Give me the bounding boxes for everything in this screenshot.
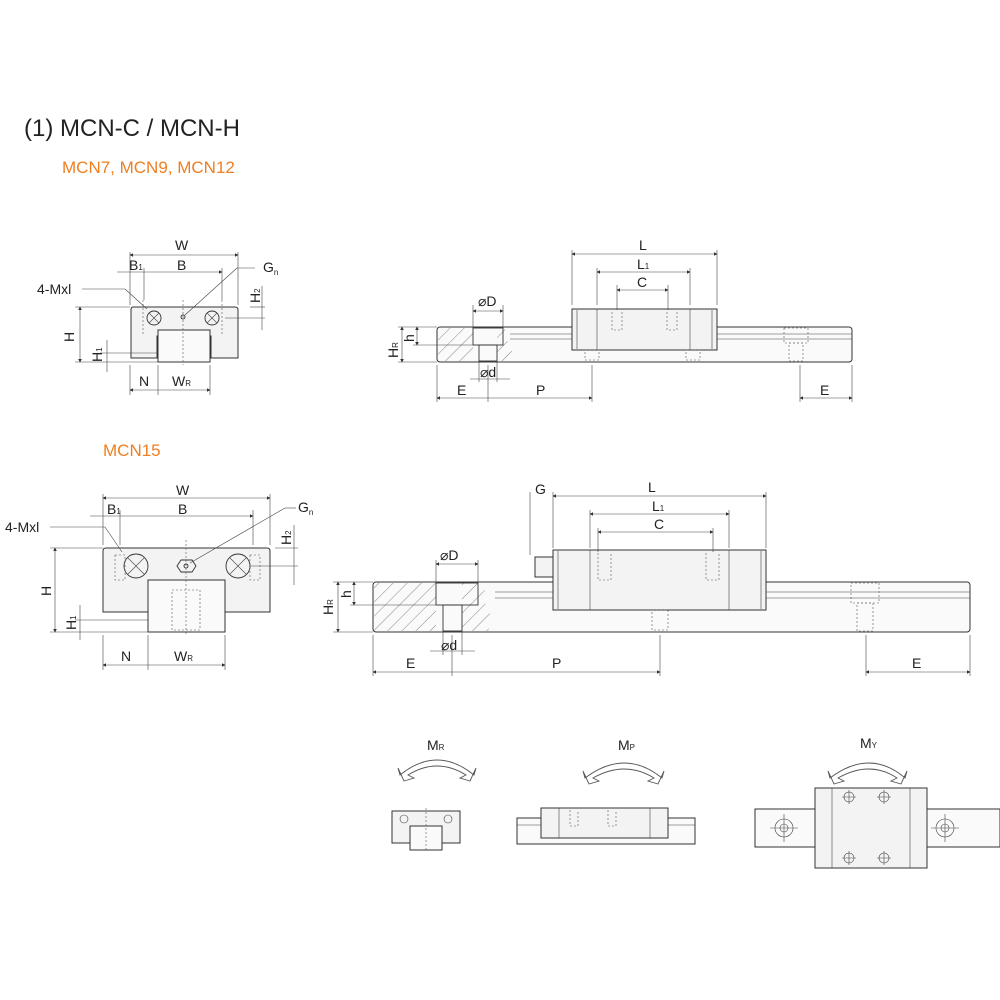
end-view-mcn15: W B1 B Gn 4-Mxl H2 H H1 N WR: [5, 482, 313, 670]
dim-H: H: [38, 586, 54, 596]
dim-B1: B1: [129, 257, 143, 273]
dim-L: L: [648, 479, 656, 495]
curved-arrow-icon: [397, 759, 477, 782]
dim-WR: WR: [172, 373, 191, 389]
dim-H2: H2: [278, 530, 294, 545]
dim-B: B: [178, 501, 187, 517]
dim-phi-d: ⌀d: [480, 364, 496, 380]
dim-4-Mxl: 4-Mxl: [37, 281, 71, 297]
moment-MP-label: MP: [618, 737, 635, 753]
dim-B1: B1: [107, 501, 121, 517]
dim-Gn: Gn: [298, 499, 313, 517]
moment-yaw: MY: [754, 735, 1000, 869]
dim-C: C: [654, 516, 664, 532]
dim-L1: L1: [652, 498, 665, 514]
dim-C: C: [637, 274, 647, 290]
series-label-mcn15: MCN15: [103, 441, 161, 460]
dim-h: h: [338, 590, 354, 598]
dim-W: W: [175, 237, 189, 253]
dim-4-Mxl: 4-Mxl: [5, 519, 39, 535]
dim-phi-D: ⌀D: [478, 293, 497, 309]
side-view-mcn15: G L L1 C ⌀D ⌀d HR h E P E: [320, 479, 971, 676]
curved-arrow-icon: [582, 762, 665, 785]
ball-left-icon: [123, 553, 149, 579]
grease-nipple: [534, 556, 554, 578]
dim-P: P: [536, 382, 545, 398]
dim-L: L: [639, 237, 647, 253]
moment-roll: MR: [391, 737, 477, 852]
dim-E-right: E: [912, 655, 921, 671]
dim-H: H: [61, 332, 77, 342]
dim-H1: H1: [63, 615, 79, 630]
grease-nipple-icon: [176, 559, 197, 573]
dim-phi-d: ⌀d: [441, 637, 457, 653]
dim-E-left: E: [457, 382, 466, 398]
dim-h: h: [401, 334, 417, 342]
dim-L1: L1: [637, 256, 650, 272]
dim-H1: H1: [89, 347, 105, 362]
dim-E-left: E: [406, 655, 415, 671]
dim-phi-D: ⌀D: [440, 547, 459, 563]
moment-pitch: MP: [516, 737, 696, 845]
dim-WR: WR: [174, 648, 193, 664]
dim-H2: H2: [247, 288, 263, 303]
dim-HR: HR: [320, 599, 336, 615]
dim-N: N: [139, 373, 149, 389]
dim-W: W: [176, 482, 190, 498]
moment-MR-label: MR: [427, 737, 445, 753]
dim-P: P: [552, 655, 561, 671]
end-view-small: W B1 B Gn 4-Mxl H2 H H1 N WR: [37, 237, 278, 395]
page-title: (1) MCN-C / MCN-H: [24, 115, 240, 142]
dim-N: N: [121, 648, 131, 664]
dim-HR: HR: [385, 342, 401, 358]
dim-B: B: [177, 257, 186, 273]
ball-right-icon: [204, 310, 220, 326]
ball-left-icon: [146, 310, 162, 326]
dim-Gn: Gn: [263, 259, 278, 277]
grease-nipple-icon: [180, 314, 186, 320]
curved-arrow-icon: [827, 762, 908, 785]
side-view-small: L L1 C ⌀D ⌀d HR h E P E: [385, 237, 853, 402]
series-label-small: MCN7, MCN9, MCN12: [62, 158, 235, 177]
dim-E-right: E: [820, 382, 829, 398]
moment-MY-label: MY: [860, 735, 878, 751]
dim-G: G: [535, 481, 546, 497]
